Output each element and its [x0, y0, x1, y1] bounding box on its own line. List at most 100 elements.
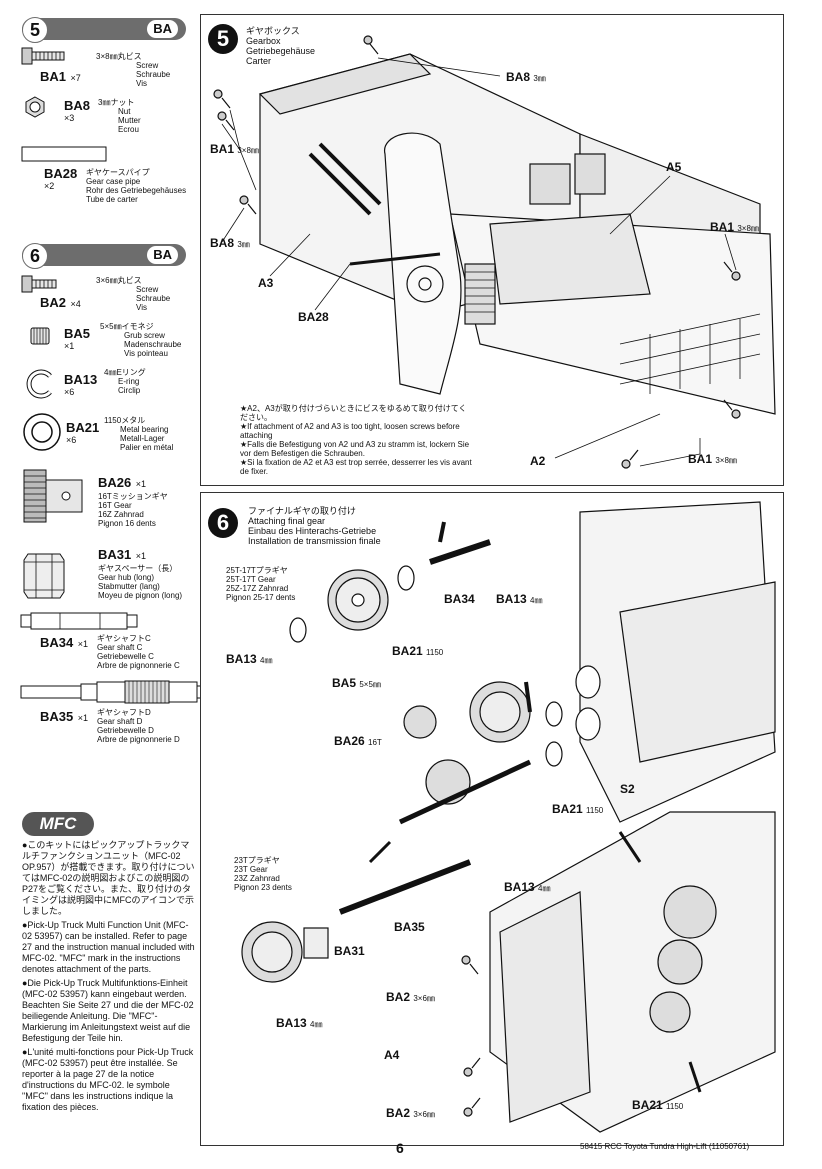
title-jp: ファイナルギヤの取り付け: [248, 506, 356, 516]
callout-size: 3×8㎜: [715, 456, 737, 465]
desc-en: Gear shaft C: [97, 643, 143, 652]
callout-label: BA13: [504, 880, 535, 894]
title-en: Gearbox: [246, 36, 281, 46]
desc-de: Circlip: [118, 386, 141, 395]
desc-fr: Vis: [136, 303, 147, 312]
callout-ba21-c: BA21 1150: [632, 1098, 683, 1112]
desc-de: Madenschraube: [124, 340, 182, 349]
callout-ba28: BA28: [298, 310, 329, 324]
step6-title: ファイナルギヤの取り付け Attaching final gear Einbau…: [248, 506, 381, 546]
part-ba28: BA28 ×2: [44, 166, 77, 191]
part-code: BA13: [64, 372, 98, 387]
step-number: 5: [208, 24, 238, 54]
part-ba2-desc: 3×6㎜丸ビス Screw Schraube Vis: [96, 276, 170, 312]
part-ba8: BA8 ×3: [64, 98, 90, 123]
step5-parts-header: 5 BA: [22, 17, 186, 43]
desc-en: Gear shaft D: [97, 717, 143, 726]
callout-a3: A3: [258, 276, 274, 290]
callout-size: 3㎜: [533, 74, 546, 83]
callout-ba1-bottom: BA1 3×8㎜: [688, 452, 737, 466]
part-qty: ×2: [44, 181, 55, 191]
parts-bag-tag: BA: [147, 20, 178, 38]
callout-ba21-b: BA21 1150: [552, 802, 603, 816]
callout-size: 3㎜: [237, 240, 250, 249]
desc-en: Metal bearing: [120, 425, 169, 434]
mfc-text-de: ●Die Pick-Up Truck Multifunktions-Einhei…: [22, 978, 194, 1043]
callout-ba13-a: BA13 4㎜: [496, 592, 542, 606]
part-code: BA26: [98, 475, 132, 490]
desc-fr: Moyeu de pignon (long): [98, 591, 183, 600]
final-gear-illustration: [241, 501, 776, 1133]
step-number-badge: 6: [22, 243, 48, 269]
part-ba8-desc: 3㎜ナット Nut Mutter Ecrou: [98, 98, 141, 134]
gear-icon: [23, 469, 83, 523]
callout-label: BA8: [506, 70, 531, 84]
callout-label: BA13: [496, 592, 527, 606]
part-ba13-desc: 4㎜Eリング E-ring Circlip: [104, 368, 146, 395]
desc-jp: 3㎜ナット: [98, 98, 135, 107]
desc-jp: 1150メタル: [104, 416, 146, 425]
title-en: Attaching final gear: [248, 516, 326, 526]
part-code: BA28: [44, 166, 78, 181]
desc-fr: Pignon 16 dents: [98, 519, 156, 528]
callout-label: BA13: [276, 1016, 307, 1030]
desc-jp: 16Tミッションギヤ: [98, 492, 168, 501]
desc-jp: 3×8㎜丸ビス: [96, 52, 142, 61]
callout-a5: A5: [666, 160, 682, 174]
desc-fr: Palier en métal: [120, 443, 174, 452]
callout-label: BA8: [210, 236, 235, 250]
gear-label-fr: Pignon 23 dents: [234, 883, 292, 892]
part-qty: ×1: [64, 341, 75, 351]
callout-size: 4㎜: [530, 596, 543, 605]
product-code: 58415 RCC Toyota Tundra High-Lift (11050…: [580, 1142, 750, 1151]
callout-ba13-c: BA13 4㎜: [504, 880, 550, 894]
part-ba5-desc: 5×5㎜イモネジ Grub screw Madenschraube Vis po…: [100, 322, 181, 358]
title-jp: ギヤボックス: [246, 26, 300, 36]
desc-jp: ギヤスペーサー（長）: [98, 564, 178, 573]
desc-jp: 5×5㎜イモネジ: [100, 322, 154, 331]
desc-en: Gear case pipe: [86, 177, 141, 186]
gear-label-fr: Pignon 25-17 dents: [226, 593, 296, 602]
title-de: Getriebegehäuse: [246, 46, 316, 56]
screw-icon: [21, 275, 57, 293]
desc-fr: Ecrou: [118, 125, 139, 134]
mfc-notice: ●このキットにはピックアップトラックマルチファンクションユニット（MFC-02 …: [22, 840, 198, 1116]
screw-icon: [21, 47, 65, 65]
step-number: 6: [208, 508, 238, 538]
callout-ba21-a: BA21 1150: [392, 644, 443, 658]
desc-en: 16T Gear: [98, 501, 132, 510]
callout-ba1-right: BA1 3×8㎜: [710, 220, 759, 234]
desc-de: Mutter: [118, 116, 141, 125]
callout-label: BA2: [386, 1106, 411, 1120]
part-qty: ×4: [70, 299, 81, 309]
part-ba35: BA35 ×1: [40, 708, 88, 726]
callout-ba35: BA35: [394, 920, 425, 934]
callout-size: 3×8㎜: [237, 146, 259, 155]
part-code: BA2: [40, 295, 67, 310]
part-ba1: BA1 ×7: [40, 68, 81, 86]
gear-label-en: 25T-17T Gear: [226, 575, 276, 584]
gear-23-label: 23Tプラギヤ 23T Gear 23Z Zahnrad Pignon 23 d…: [234, 856, 292, 892]
part-ba35-desc: ギヤシャフトD Gear shaft D Getriebewelle D Arb…: [97, 708, 180, 744]
callout-label: BA21: [392, 644, 423, 658]
callout-a2: A2: [530, 454, 546, 468]
gearbox-illustration: [213, 35, 776, 469]
mfc-text-fr: ●L'unité multi-fonctions pour Pick-Up Tr…: [22, 1047, 194, 1112]
desc-de: Rohr des Getriebegehäuses: [86, 186, 187, 195]
desc-en: Grub screw: [124, 331, 165, 340]
step5-title: ギヤボックス Gearbox Getriebegehäuse Carter: [246, 26, 315, 66]
callout-size: 4㎜: [310, 1020, 323, 1029]
title-de: Einbau des Hinterachs-Getriebe: [248, 526, 377, 536]
gear-shaft-d-icon: [20, 680, 230, 704]
desc-jp: ギヤケースパイプ: [86, 168, 150, 177]
callout-ba8-left: BA8 3㎜: [210, 236, 250, 250]
desc-jp: 3×6㎜丸ビス: [96, 276, 142, 285]
mfc-text-en: ●Pick-Up Truck Multi Function Unit (MFC-…: [22, 920, 195, 974]
note-de: ★Falls die Befestigung von A2 und A3 zu …: [240, 440, 470, 458]
callout-size: 4㎜: [538, 884, 551, 893]
step-number-badge: 5: [22, 17, 48, 43]
callout-size: 1150: [586, 806, 604, 815]
callout-size: 3×6㎜: [413, 1110, 435, 1119]
desc-fr: Arbre de pignonnerie C: [97, 661, 180, 670]
nut-icon: [25, 96, 45, 118]
